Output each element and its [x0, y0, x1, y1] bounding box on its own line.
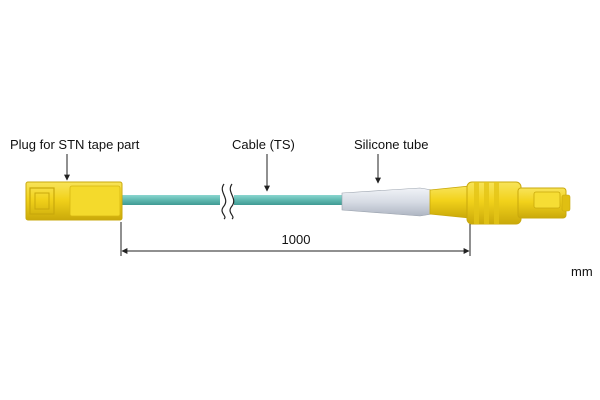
connector-boot: [429, 185, 471, 219]
right-connector: [429, 181, 571, 225]
plug-grip-area: [29, 187, 55, 215]
connector-ridge-1: [474, 182, 479, 224]
connector-tip: [561, 194, 571, 212]
unit-label: mm: [571, 264, 593, 279]
connector-ridge-2: [484, 182, 489, 224]
connector-window: [533, 191, 561, 209]
plug-label: Plug for STN tape part: [10, 137, 140, 152]
tube-label: Silicone tube: [354, 137, 429, 152]
length-label: 1000: [282, 232, 311, 247]
cable-label: Cable (TS): [232, 137, 295, 152]
break-mark-left: [221, 183, 227, 220]
left-plug: [25, 181, 123, 221]
connector-ridge-3: [494, 182, 499, 224]
silicone-tube: [341, 187, 433, 217]
break-mark-right: [229, 183, 235, 220]
plug-grip-inner: [34, 192, 50, 210]
